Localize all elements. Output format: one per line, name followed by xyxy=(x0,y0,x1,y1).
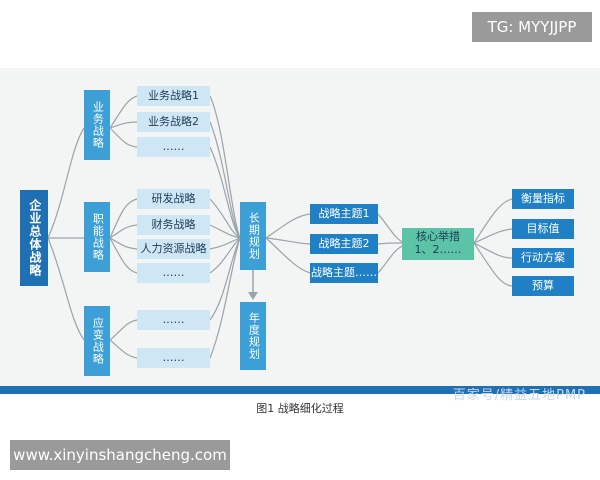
business-item-label: …… xyxy=(162,139,185,153)
core-initiatives-label: 核心举措 xyxy=(416,230,460,244)
business-item: 业务战略2 xyxy=(137,112,210,132)
output-item-label: 预算 xyxy=(532,278,554,292)
business-item: 业务战略1 xyxy=(137,86,210,106)
output-item: 目标值 xyxy=(512,219,574,239)
strategic-theme-label: 战略主题1 xyxy=(318,206,370,220)
business-item-label: 业务战略2 xyxy=(148,114,199,128)
figure-caption: 图1 战略细化过程 xyxy=(256,402,344,415)
contingency-item: …… xyxy=(137,310,210,330)
functional-strategy-box: 职能战略 xyxy=(84,202,110,272)
contingency-item-label: …… xyxy=(162,312,185,326)
functional-item-label: …… xyxy=(162,265,185,279)
functional-item-label: 财务战略 xyxy=(151,217,196,231)
functional-item-label: 研发战略 xyxy=(151,191,196,205)
core-initiatives-sub: 1、2…… xyxy=(414,243,462,256)
annual-plan-box: 年度规划 xyxy=(240,302,266,370)
root-strategy-box: 企业总体战略 xyxy=(20,190,48,286)
strategic-theme-label: 战略主题2 xyxy=(318,236,370,250)
output-item: 衡量指标 xyxy=(512,189,574,209)
strategic-theme-label: 战略主题…… xyxy=(311,265,377,279)
business-strategy-box: 业务战略 xyxy=(84,90,110,160)
business-item: …… xyxy=(137,137,210,157)
output-item: 行动方案 xyxy=(512,248,574,268)
strategic-theme: 战略主题2 xyxy=(310,234,378,254)
root-strategy-label: 企业总体战略 xyxy=(27,199,42,277)
long-term-plan-label: 长期规划 xyxy=(247,212,261,260)
core-initiatives-box: 核心举措 1、2…… xyxy=(402,228,474,260)
source-watermark: 百家号/精益五地PMP xyxy=(452,388,586,403)
functional-strategy-label: 职能战略 xyxy=(91,213,105,261)
output-item-label: 目标值 xyxy=(526,221,560,235)
footer-bar xyxy=(0,386,600,394)
output-item-label: 衡量指标 xyxy=(521,191,565,205)
functional-item: 研发战略 xyxy=(137,189,210,209)
business-strategy-label: 业务战略 xyxy=(91,101,105,149)
strategic-theme: 战略主题…… xyxy=(310,263,378,283)
functional-item-label: 人力资源战略 xyxy=(140,241,207,255)
output-item-label: 行动方案 xyxy=(521,250,565,264)
contingency-item-label: …… xyxy=(162,350,185,364)
long-term-plan-box: 长期规划 xyxy=(240,202,266,270)
functional-item: 财务战略 xyxy=(137,215,210,235)
functional-item: …… xyxy=(137,263,210,283)
telegram-watermark: TG: MYYJJPP xyxy=(472,12,592,42)
output-item: 预算 xyxy=(512,276,574,296)
url-watermark: www.xinyinshangcheng.com xyxy=(10,440,230,470)
contingency-item: …… xyxy=(137,348,210,368)
contingency-strategy-label: 应变战略 xyxy=(91,317,105,365)
contingency-strategy-box: 应变战略 xyxy=(84,306,110,376)
functional-item: 人力资源战略 xyxy=(137,239,210,259)
strategic-theme: 战略主题1 xyxy=(310,204,378,224)
annual-plan-label: 年度规划 xyxy=(247,312,261,360)
business-item-label: 业务战略1 xyxy=(148,88,199,102)
